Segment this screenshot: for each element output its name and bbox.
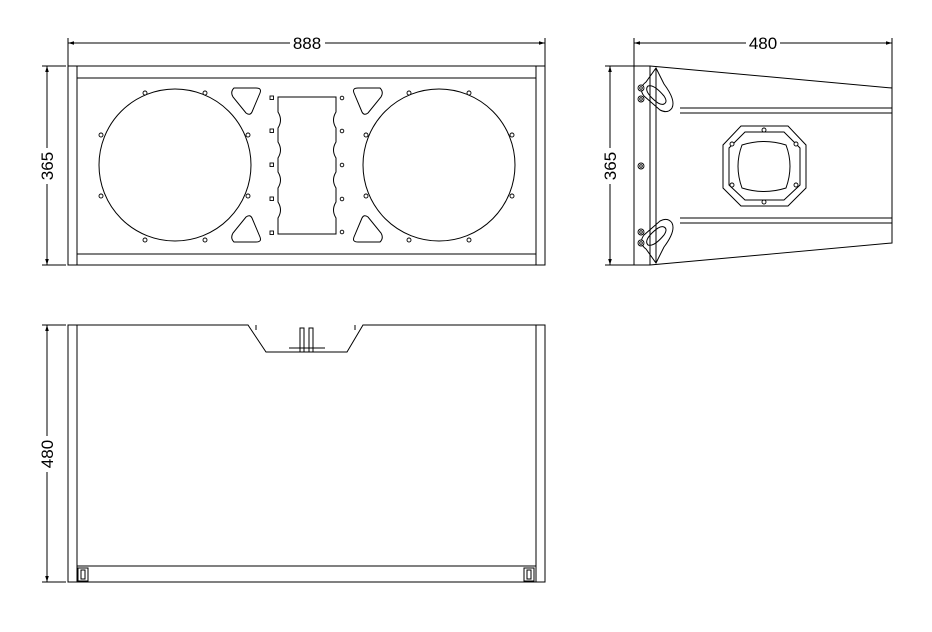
top-depth-label: 480 bbox=[38, 440, 57, 468]
cabinet-feet bbox=[77, 567, 535, 582]
front-height-dimension: 365 bbox=[38, 65, 66, 266]
upper-rigging-bracket bbox=[640, 67, 674, 113]
top-cabinet-outline bbox=[67, 324, 546, 583]
horn-screws bbox=[269, 95, 345, 235]
front-height-label: 365 bbox=[38, 152, 57, 180]
vent-ports bbox=[231, 87, 383, 243]
side-height-dimension: 365 bbox=[601, 65, 648, 266]
top-depth-dimension: 480 bbox=[38, 324, 66, 583]
front-width-label: 888 bbox=[293, 34, 321, 53]
rigging-pins bbox=[637, 84, 645, 247]
top-view: 480 bbox=[38, 324, 546, 583]
side-width-dimension: 480 bbox=[633, 34, 893, 88]
front-width-dimension: 888 bbox=[67, 34, 546, 66]
connector-plate bbox=[722, 125, 807, 207]
front-view: 888 365 bbox=[38, 34, 546, 266]
center-horn-cutout bbox=[277, 96, 337, 235]
front-cabinet-outline bbox=[67, 65, 546, 266]
side-view: 480 365 bbox=[601, 34, 893, 266]
left-woofer-cutout bbox=[98, 88, 252, 242]
side-width-label: 480 bbox=[749, 34, 777, 53]
side-height-label: 365 bbox=[601, 152, 620, 180]
top-rigging-tab bbox=[289, 327, 325, 353]
side-cabinet-outline bbox=[633, 65, 893, 266]
right-woofer-cutout bbox=[362, 88, 516, 242]
woofer-mounting-holes bbox=[98, 90, 515, 243]
lower-rigging-bracket bbox=[640, 218, 674, 264]
